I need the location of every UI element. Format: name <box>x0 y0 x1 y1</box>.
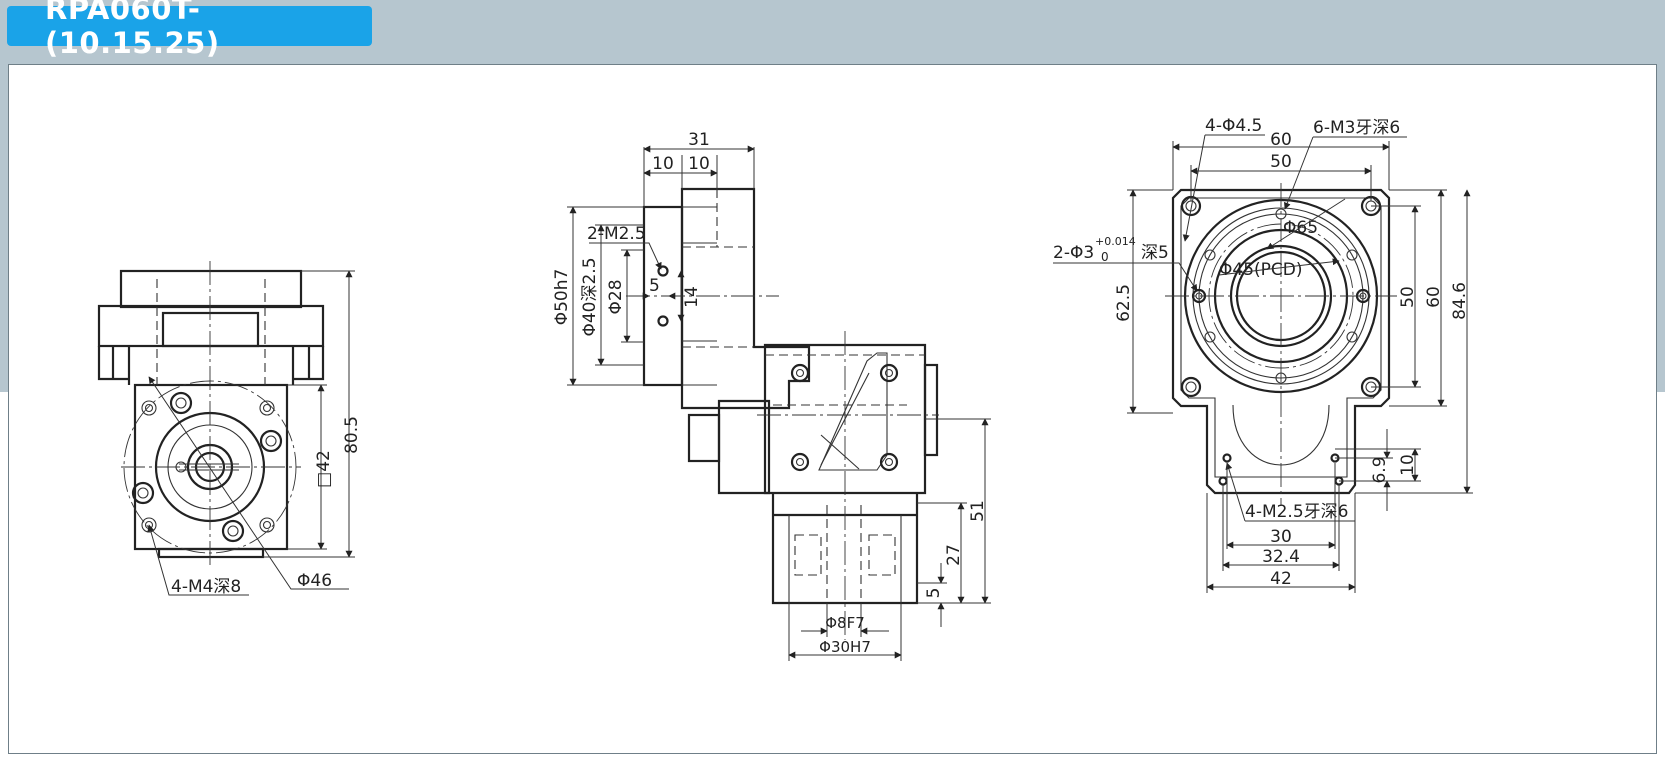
technical-drawing: 80.5 □42 4-M4深8 Φ46 <box>97 116 1473 661</box>
side-pitch-v-dim: 14 <box>682 286 702 308</box>
side-view-dims: 31 10 10 2-M2.5 Φ50h7 Φ40深2.5 Φ28 5 14 <box>552 130 991 661</box>
flange-height-left-dim: 62.5 <box>1114 284 1134 322</box>
flange-width-inner-dim: 50 <box>1270 152 1292 172</box>
flange-holes-dim: 4-Φ4.5 <box>1205 116 1262 136</box>
flange-view-dims: 4-Φ4.5 60 6-M3牙深6 50 2-Φ3 +0.014 0 深5 Φ6… <box>1053 116 1473 593</box>
side-bore-dim: Φ40深2.5 <box>580 257 600 336</box>
front-view-dims: 80.5 □42 4-M4深8 Φ46 <box>147 270 362 597</box>
flange-pin-dim: 2-Φ3 <box>1053 243 1094 263</box>
side-view-outline <box>626 187 939 640</box>
side-pilot-dim: Φ50h7 <box>552 269 572 326</box>
front-view: 80.5 □42 4-M4深8 Φ46 <box>97 261 362 597</box>
side-top-total-dim: 31 <box>688 130 710 150</box>
drawing-frame: 80.5 □42 4-M4深8 Φ46 <box>8 64 1657 754</box>
side-pitch-h-dim: 5 <box>649 276 660 296</box>
flange-bottom-a-dim: 30 <box>1270 527 1292 547</box>
side-top-left-dim: 10 <box>652 154 674 174</box>
flange-tol-upper: +0.014 <box>1095 235 1136 248</box>
side-shaft-dim: Φ8F7 <box>825 614 865 632</box>
side-top-right-dim: 10 <box>688 154 710 174</box>
front-square-dim: □42 <box>314 450 334 488</box>
flange-bottom-b-dim: 32.4 <box>1262 547 1300 567</box>
flange-tol-lower: 0 <box>1101 250 1109 264</box>
flange-view: 4-Φ4.5 60 6-M3牙深6 50 2-Φ3 +0.014 0 深5 Φ6… <box>1053 116 1473 593</box>
flange-threads-dim: 6-M3牙深6 <box>1313 118 1400 138</box>
flange-bottom-c-dim: 42 <box>1270 569 1292 589</box>
flange-pin-depth: 深5 <box>1141 243 1169 263</box>
page-title: RPA060T-(10.15.25) <box>45 0 220 60</box>
flange-pitch-a-dim: 6.9 <box>1370 456 1390 483</box>
front-diameter-dim: Φ46 <box>297 571 332 591</box>
title-tab: RPA060T-(10.15.25) <box>7 0 372 60</box>
flange-height-total-dim: 84.6 <box>1450 282 1470 320</box>
flange-height-a-dim: 50 <box>1398 286 1418 308</box>
side-height-mid-dim: 27 <box>944 544 964 566</box>
flange-view-outline <box>1165 183 1397 505</box>
side-inner-dim: Φ28 <box>606 279 626 314</box>
flange-bottom-threads-dim: 4-M2.5牙深6 <box>1245 502 1348 522</box>
side-height-dim: 51 <box>968 500 988 522</box>
side-hub-dim: Φ30H7 <box>819 638 871 656</box>
front-height-dim: 80.5 <box>342 416 362 454</box>
flange-pitch-b-dim: 10 <box>1398 454 1418 476</box>
front-thread-dim: 4-M4深8 <box>171 577 241 597</box>
side-thread-dim: 2-M2.5 <box>587 224 646 244</box>
side-view: 31 10 10 2-M2.5 Φ50h7 Φ40深2.5 Φ28 5 14 <box>552 130 991 661</box>
flange-height-b-dim: 60 <box>1424 286 1444 308</box>
side-height-small-dim: 5 <box>924 588 944 599</box>
front-view-face <box>121 261 301 565</box>
